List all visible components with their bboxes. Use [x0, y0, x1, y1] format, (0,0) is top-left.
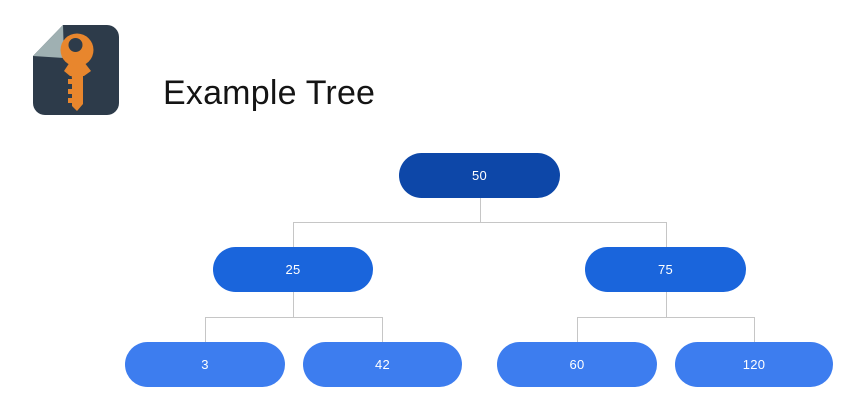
tree-node-value: 50: [471, 168, 488, 183]
tree-node-root: 50: [399, 153, 560, 198]
tree-node-42: 42: [303, 342, 462, 387]
key-file-icon: [33, 25, 119, 115]
tree-node-value: 120: [742, 357, 766, 372]
key-file-icon-fold: [33, 25, 64, 58]
connector-root-to-children: [293, 198, 667, 247]
tree-node-25: 25: [213, 247, 373, 292]
connector-left-subtree: [205, 292, 383, 342]
tree-node-3: 3: [125, 342, 285, 387]
key-icon: [60, 33, 94, 111]
tree-node-value: 60: [569, 357, 585, 372]
tree-node-value: 75: [657, 262, 674, 277]
tree-node-75: 75: [585, 247, 746, 292]
tree-node-60: 60: [497, 342, 657, 387]
connector-right-subtree: [577, 292, 755, 342]
key-collar: [64, 62, 91, 76]
key-head-hole: [68, 38, 83, 52]
tree-node-value: 42: [374, 357, 391, 372]
tree-node-120: 120: [675, 342, 833, 387]
tree-node-value: 3: [201, 357, 209, 372]
key-shaft: [68, 71, 83, 111]
tree-node-value: 25: [285, 262, 301, 277]
page-title: Example Tree: [163, 73, 376, 112]
